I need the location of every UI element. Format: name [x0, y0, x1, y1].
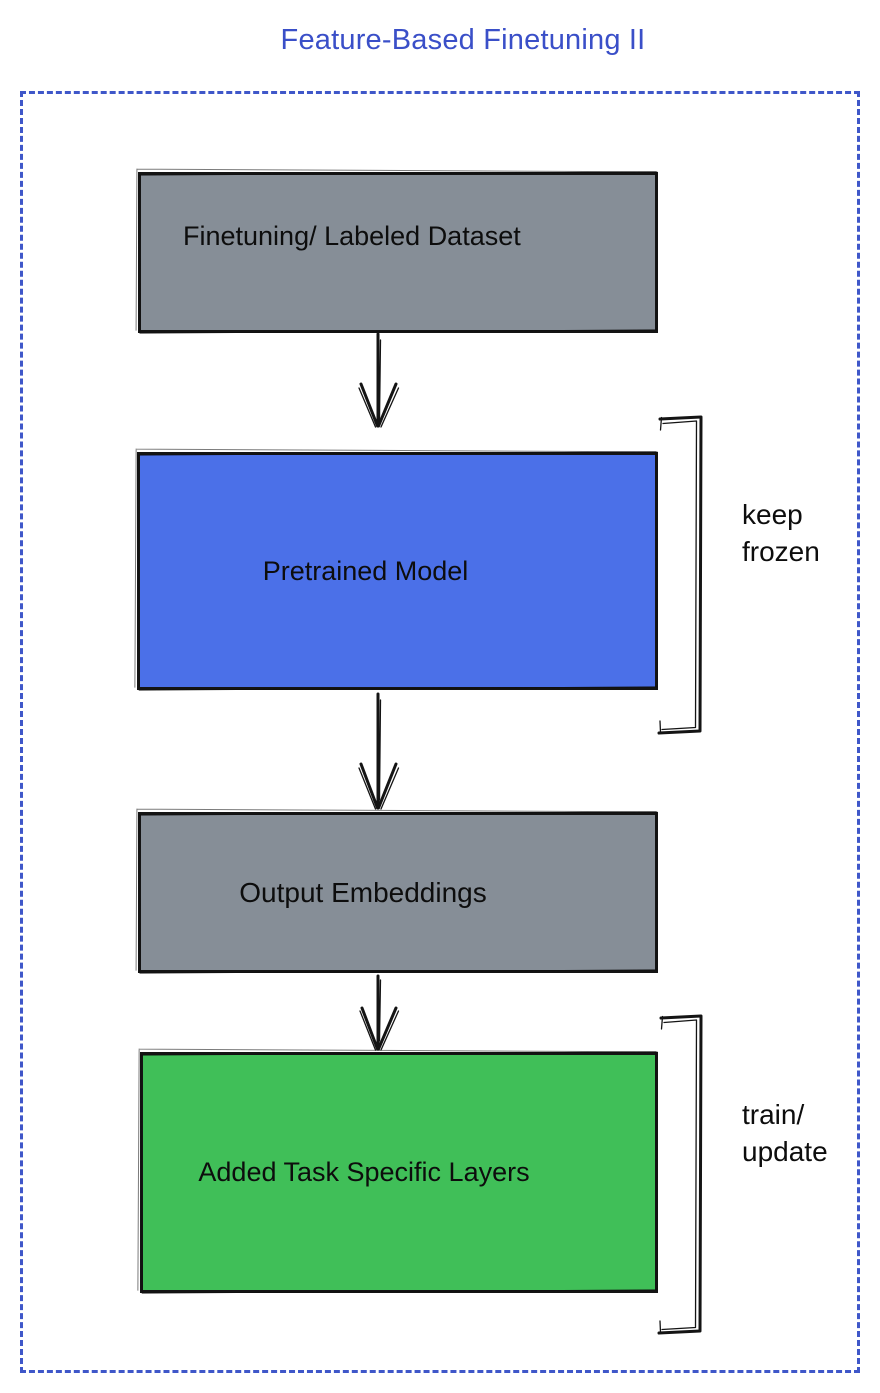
annotation-line: frozen — [742, 536, 820, 567]
annotation-line: keep — [742, 499, 803, 530]
dotted-border-frame — [20, 91, 860, 1373]
node-pretrained-model: Pretrained Model — [137, 452, 658, 690]
annotation-line: train/ — [742, 1099, 805, 1130]
node-finetuning-labeled-dataset: Finetuning/ Labeled Dataset — [138, 172, 658, 333]
train-update-annotation: train/ update — [742, 1096, 828, 1170]
node-label: Finetuning/ Labeled Dataset — [183, 221, 521, 251]
node-label: Added Task Specific Layers — [198, 1157, 530, 1187]
node-output-embeddings: Output Embeddings — [138, 812, 658, 973]
diagram-title: Feature-Based Finetuning II — [280, 24, 646, 56]
annotation-line: update — [742, 1136, 828, 1167]
node-label: Output Embeddings — [239, 876, 487, 908]
keep-frozen-annotation: keep frozen — [742, 496, 820, 570]
node-label: Pretrained Model — [262, 555, 469, 586]
node-added-task-specific-layers: Added Task Specific Layers — [140, 1052, 658, 1293]
